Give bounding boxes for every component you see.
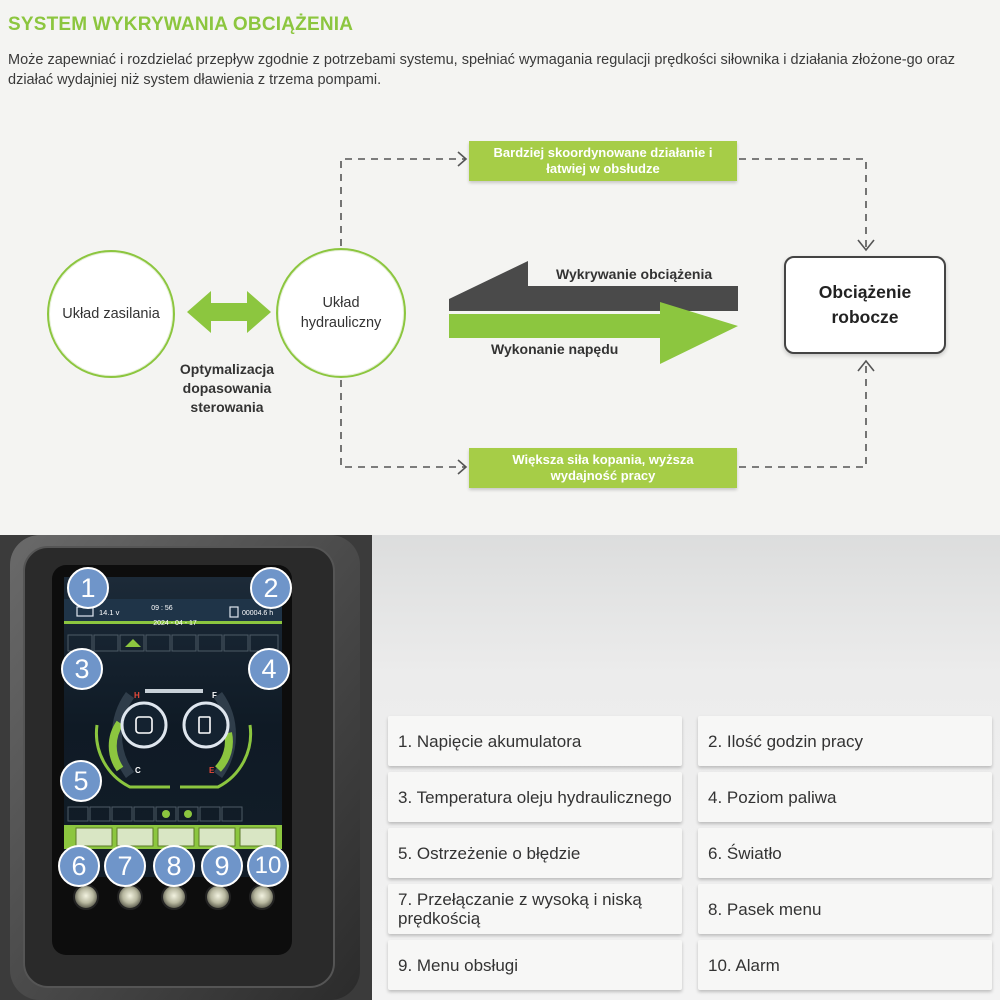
gauge-cold-label: C (135, 766, 141, 775)
status-icon-row-top (67, 634, 279, 652)
legend-item-4: 4. Poziom paliwa (698, 772, 992, 822)
oil-temp-icon (120, 701, 168, 749)
temp-arc (108, 720, 124, 772)
date-value: 2024 - 04 - 17 (153, 620, 197, 627)
marker-4: 4 (248, 648, 290, 690)
clock-value: 09 : 56 (151, 605, 173, 612)
benefit-bottom-label: Większa siła kopania, wyższa wydajność p… (512, 452, 694, 483)
voltage-value: 14.1 v (99, 608, 120, 617)
marker-9: 9 (201, 845, 243, 887)
gauge-hot-label: H (134, 691, 140, 700)
legend-item-10: 10. Alarm (698, 940, 992, 990)
diagram-connectors (187, 151, 875, 475)
marker-10: 10 (247, 845, 289, 887)
legend-item-6: 6. Światło (698, 828, 992, 878)
fuel-pump-icon (182, 701, 230, 749)
marker-3: 3 (61, 648, 103, 690)
power-system-label: Układ zasilania (62, 306, 160, 322)
light-softkey (75, 827, 113, 847)
arrowhead-load-top (857, 239, 875, 252)
marker-2: 2 (250, 567, 292, 609)
dashed-line-top (340, 158, 466, 246)
hardware-buttons (73, 884, 275, 910)
legend-item-1: 1. Napięcie akumulatora (388, 716, 682, 766)
benefit-box-bottom: Większa siła kopania, wyższa wydajność p… (469, 448, 737, 488)
monitor-device: 14.1 v 09 : 56 2024 - 04 - 17 00004.6 h … (0, 535, 372, 1000)
power-system-circle: Układ zasilania (47, 250, 175, 378)
arrowhead-bottom-box (457, 459, 468, 475)
dashed-line-bottom (340, 380, 466, 468)
speed-softkey (116, 827, 154, 847)
status-icon-row-bottom (67, 806, 243, 822)
double-arrow-icon (187, 291, 271, 333)
gauge-full-label: F (212, 691, 217, 700)
working-load-box: Obciążenie robocze (784, 256, 946, 354)
dashed-line-bottom-right (739, 362, 867, 468)
marker-8: 8 (153, 845, 195, 887)
load-detection-arrow (449, 261, 738, 311)
dashed-line-top-right (739, 158, 867, 248)
fuel-arc (214, 732, 233, 772)
description: Może zapewniać i rozdzielać przepływ zgo… (8, 52, 955, 88)
marker-1: 1 (67, 567, 109, 609)
legend-item-7: 7. Przełączanie z wysoką i niską prędkoś… (388, 884, 682, 934)
benefit-top-label: Bardziej skoordynowane działanie i łatwi… (493, 145, 713, 176)
gauge-empty-label: E (209, 766, 215, 775)
dual-gauge (94, 689, 253, 789)
legend-item-2: 2. Ilość godzin pracy (698, 716, 992, 766)
legend-item-3: 3. Temperatura oleju hydraulicznego (388, 772, 682, 822)
working-load-label: Obciążenie robocze (818, 282, 912, 327)
legend-item-8: 8. Pasek menu (698, 884, 992, 934)
arrowhead-load-bottom (857, 359, 875, 372)
arrowhead-top-box (457, 151, 468, 167)
warning-icon (125, 639, 141, 647)
optimization-label: Optymalizacja dopasowania sterowania (179, 361, 275, 415)
hydraulic-system-circle: Układ hydrauliczny (276, 248, 406, 378)
page-title: SYSTEM WYKRYWANIA OBCIĄŻENIA (8, 14, 354, 35)
drive-execution-arrow (449, 302, 738, 364)
service-softkey (198, 827, 236, 847)
alarm-softkey (239, 827, 277, 847)
marker-5: 5 (60, 760, 102, 802)
hydraulic-system-label: Układ hydrauliczny (300, 295, 382, 331)
legend-item-9: 9. Menu obsługi (388, 940, 682, 990)
menu-softkey (157, 827, 195, 847)
marker-7: 7 (104, 845, 146, 887)
marker-6: 6 (58, 845, 100, 887)
legend-item-5: 5. Ostrzeżenie o błędzie (388, 828, 682, 878)
hourglass-icon (229, 606, 239, 618)
benefit-box-top: Bardziej skoordynowane działanie i łatwi… (469, 141, 737, 181)
drive-execution-label: Wykonanie napędu (491, 341, 619, 357)
load-detection-label: Wykrywanie obciążenia (556, 266, 713, 282)
hours-value: 00004.6 h (242, 610, 273, 617)
